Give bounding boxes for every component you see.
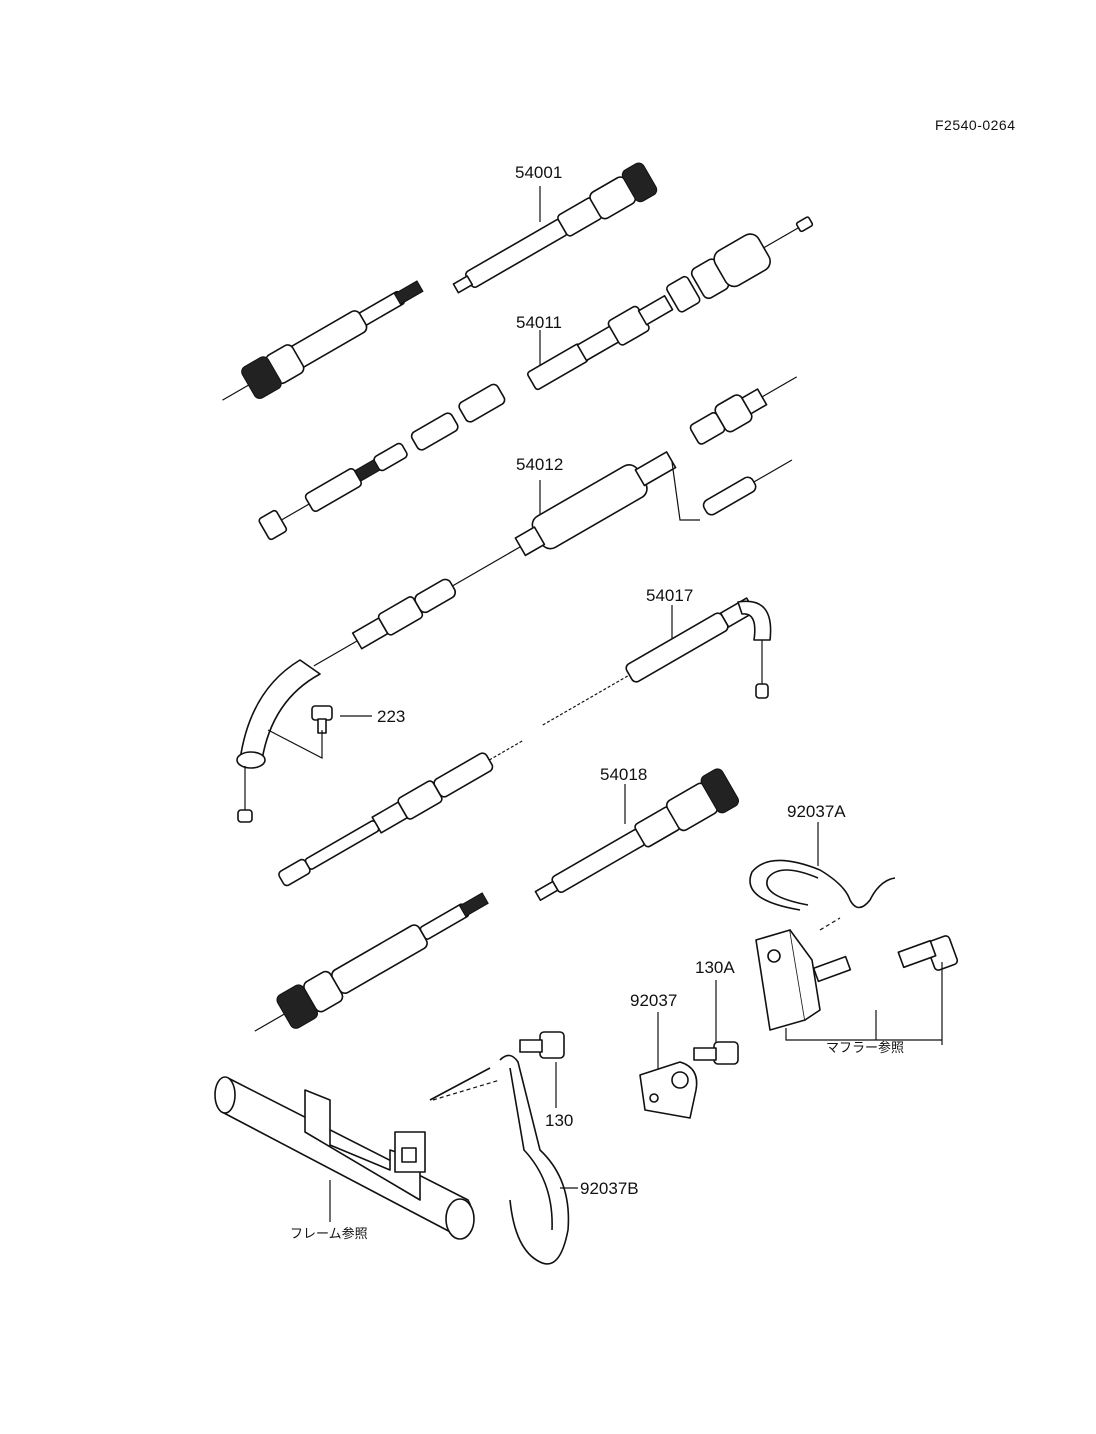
cable-54012: 54012 (236, 376, 798, 823)
label-54017: 54017 (646, 586, 693, 605)
bolt-130: 130 (519, 1031, 573, 1130)
label-223: 223 (377, 707, 405, 726)
frame-tube: フレーム参照 (214, 1076, 475, 1242)
label-130: 130 (545, 1111, 573, 1130)
note-muffler-ref: マフラー参照 (826, 1040, 904, 1056)
clamp-92037: 92037 (630, 991, 698, 1119)
bolt-muffler (897, 935, 959, 1045)
label-130A: 130A (695, 958, 735, 977)
bolt-130A: 130A (693, 958, 739, 1065)
label-54018: 54018 (600, 765, 647, 784)
clip-92037B: 92037B (429, 1054, 639, 1265)
cable-54011: 54011 (258, 216, 814, 541)
note-frame-ref: フレーム参照 (290, 1226, 368, 1242)
label-92037B: 92037B (580, 1179, 639, 1198)
label-54001: 54001 (515, 163, 562, 182)
muffler-bracket: マフラー参照 (755, 929, 942, 1056)
clip-92037A: 92037A (749, 802, 896, 931)
cable-54001: 54001 (222, 162, 658, 401)
label-54011: 54011 (516, 313, 562, 332)
label-54012: 54012 (516, 455, 563, 474)
cable-54017: 54017 (278, 586, 772, 887)
label-92037: 92037 (630, 991, 677, 1010)
drawing-code: F2540-0264 (935, 117, 1016, 133)
cable-54018: 54018 (254, 765, 739, 1032)
label-92037A: 92037A (787, 802, 846, 821)
screw-223: 223 (267, 705, 405, 759)
